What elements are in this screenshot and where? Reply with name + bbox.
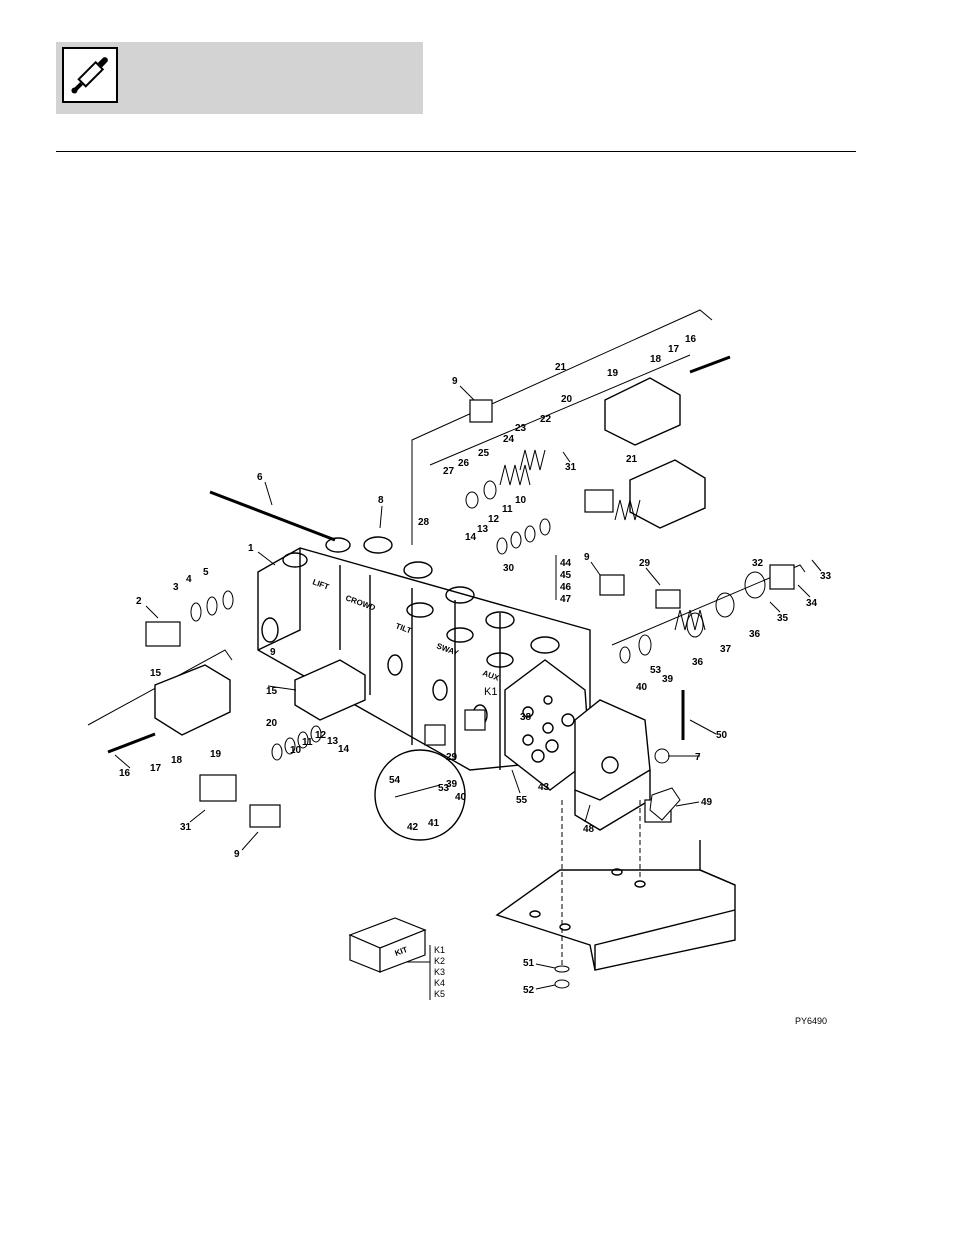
callout-16b: 16 [119,768,131,779]
callout-28: 28 [418,517,430,528]
callout-21a: 21 [555,362,567,373]
callout-53a: 53 [650,665,662,676]
callout-32: 32 [752,558,764,569]
callout-34: 34 [806,598,818,609]
callout-18b: 18 [171,755,183,766]
mounting-bracket [575,700,650,830]
callout-4: 4 [186,574,192,585]
callout-10b: 10 [290,745,302,756]
callout-14b: 14 [338,744,350,755]
callout-39a: 39 [662,674,674,685]
callout-13a: 13 [477,524,489,535]
callout-49: 49 [701,797,713,808]
callout-45: 45 [560,570,572,581]
callout-18a: 18 [650,354,662,365]
callout-29b: 29 [446,752,458,763]
callout-27: 27 [443,466,455,477]
base-plate [497,840,735,970]
callout-50: 50 [716,730,728,741]
callout-55: 55 [516,795,528,806]
callout-5: 5 [203,567,209,578]
callout-12a: 12 [488,514,500,525]
callout-44: 44 [560,558,572,569]
callout-48: 48 [583,824,595,835]
kit-code-k3: K3 [434,967,445,977]
figure-reference: PY6490 [795,1016,827,1026]
callout-38: 38 [520,712,532,723]
callout-16a: 16 [685,334,697,345]
callout-29a: 29 [639,558,651,569]
callout-22: 22 [540,414,552,425]
callout-20a: 20 [561,394,573,405]
callout-9c: 9 [270,647,276,658]
callout-40b: 40 [455,792,467,803]
tie-rod [210,492,335,540]
nut-7 [655,749,669,763]
cap-screw-lower [108,734,155,752]
kit-code-k5: K5 [434,989,445,999]
callout-47: 47 [560,594,572,605]
callout-9d: 9 [234,849,240,860]
callout-41: 41 [428,818,440,829]
callout-8: 8 [378,495,384,506]
callout-20b: 20 [266,718,278,729]
callout-19a: 19 [607,368,619,379]
callout-19b: 19 [210,749,222,760]
callout-33: 33 [820,571,832,582]
callout-36a: 36 [749,629,761,640]
callout-1: 1 [248,543,254,554]
callout-10a: 10 [515,495,527,506]
kit-code-k4: K4 [434,978,445,988]
kit-code-k1: K1 [434,945,445,955]
callout-35: 35 [777,613,789,624]
callout-7: 7 [695,752,701,763]
callout-37: 37 [720,644,732,655]
callout-26: 26 [458,458,470,469]
cap-screw-upper [690,357,730,372]
callout-9b: 9 [584,552,590,563]
callout-36b: 36 [692,657,704,668]
callout-13b: 13 [327,736,339,747]
kit-box [350,918,425,972]
callout-17b: 17 [150,763,162,774]
callout-2: 2 [136,596,142,607]
callout-42: 42 [407,822,419,833]
callout-21b: 21 [626,454,638,465]
callout-53b: 53 [438,783,450,794]
nut-52 [555,980,569,988]
callout-43: 43 [538,782,550,793]
callout-31a: 31 [565,462,577,473]
washer-51 [555,966,569,972]
callout-9a: 9 [452,376,458,387]
callout-51: 51 [523,958,535,969]
callout-15a: 15 [150,668,162,679]
callout-24: 24 [503,434,515,445]
callout-25: 25 [478,448,490,459]
callout-11b: 11 [302,737,313,748]
detail-circle [375,750,465,840]
callout-15b: 15 [266,686,278,697]
callout-30: 30 [503,563,515,574]
callout-11a: 11 [502,504,513,515]
callout-52: 52 [523,985,535,996]
callout-14a: 14 [465,532,477,543]
callout-31b: 31 [180,822,192,833]
callout-46: 46 [560,582,572,593]
callout-6: 6 [257,472,263,483]
callout-23: 23 [515,423,527,434]
callout-54: 54 [389,775,401,786]
section-label-k1: K1 [484,686,497,698]
kit-code-k2: K2 [434,956,445,966]
callout-40a: 40 [636,682,648,693]
callout-17a: 17 [668,344,680,355]
callout-12b: 12 [315,730,327,741]
callout-3: 3 [173,582,179,593]
